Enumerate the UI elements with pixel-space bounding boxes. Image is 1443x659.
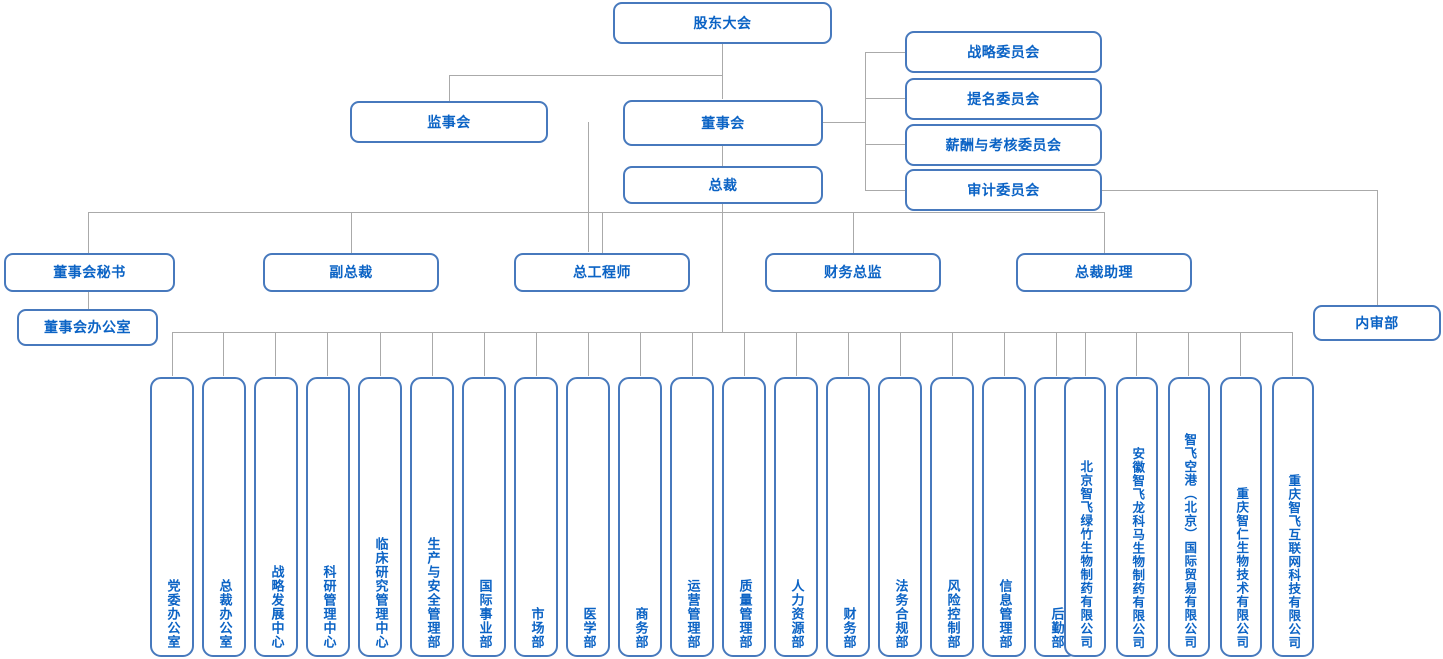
node-board-office[interactable]: 董事会办公室 (17, 309, 158, 346)
connector-board-left-down (588, 122, 589, 252)
node-subsidiary-chongqing-zhifei-internet[interactable]: 重庆智飞互联网科技有限公司 (1272, 377, 1314, 657)
connector-shareholders-to-board (722, 44, 723, 99)
node-dept-information-management[interactable]: 信息管理部 (982, 377, 1026, 657)
node-committee-strategy[interactable]: 战略委员会 (905, 31, 1102, 73)
node-chief-engineer[interactable]: 总工程师 (514, 253, 690, 292)
connector-board-to-committee-spine (823, 122, 865, 123)
node-subsidiary-anhui-zhifei-longcoma[interactable]: 安徽智飞龙科马生物制药有限公司 (1116, 377, 1158, 657)
connector-exec-2 (351, 212, 352, 253)
connector-secretary-to-office (88, 292, 89, 309)
node-shareholders-meeting[interactable]: 股东大会 (613, 2, 832, 44)
connector-committee-4 (865, 190, 906, 191)
node-dept-human-resources[interactable]: 人力资源部 (774, 377, 818, 657)
node-dept-medical[interactable]: 医学部 (566, 377, 610, 657)
connector-down-to-supervisors (449, 75, 450, 101)
node-dept-risk-control[interactable]: 风险控制部 (930, 377, 974, 657)
node-board-secretary[interactable]: 董事会秘书 (4, 253, 175, 292)
connector-dept-8 (536, 332, 537, 376)
node-board-of-supervisors[interactable]: 监事会 (350, 101, 548, 143)
connector-committee-1 (865, 52, 906, 53)
connector-department-row (172, 332, 1292, 333)
node-dept-production-safety-management[interactable]: 生产与安全管理部 (410, 377, 454, 657)
node-president[interactable]: 总裁 (623, 166, 823, 204)
connector-dept-6 (432, 332, 433, 376)
connector-dept-12 (744, 332, 745, 376)
connector-dept-7 (484, 332, 485, 376)
node-dept-international-business[interactable]: 国际事业部 (462, 377, 506, 657)
connector-exec-1 (88, 212, 89, 253)
connector-sub-2 (1136, 332, 1137, 376)
node-committee-audit[interactable]: 审计委员会 (905, 169, 1102, 211)
connector-sub-1 (1085, 332, 1086, 376)
node-cfo[interactable]: 财务总监 (765, 253, 941, 292)
connector-dept-4 (327, 332, 328, 376)
node-dept-strategic-development-center[interactable]: 战略发展中心 (254, 377, 298, 657)
connector-dept-2 (223, 332, 224, 376)
connector-sub-3 (1188, 332, 1189, 376)
node-dept-finance[interactable]: 财务部 (826, 377, 870, 657)
connector-dept-13 (796, 332, 797, 376)
connector-audit-to-internal-audit (1102, 190, 1377, 191)
node-president-assistant[interactable]: 总裁助理 (1016, 253, 1192, 292)
node-dept-president-office[interactable]: 总裁办公室 (202, 377, 246, 657)
node-board-of-directors[interactable]: 董事会 (623, 100, 823, 146)
connector-committee-2 (865, 98, 906, 99)
connector-dept-1 (172, 332, 173, 376)
node-dept-business[interactable]: 商务部 (618, 377, 662, 657)
connector-dept-14 (848, 332, 849, 376)
connector-board-to-president (722, 146, 723, 167)
connector-dept-5 (380, 332, 381, 376)
connector-president-down (722, 203, 723, 332)
connector-committee-3 (865, 144, 906, 145)
connector-exec-5 (1104, 212, 1105, 253)
connector-committee-spine (865, 52, 866, 190)
node-subsidiary-chongqing-zhiren-bio[interactable]: 重庆智仁生物技术有限公司 (1220, 377, 1262, 657)
node-committee-nomination[interactable]: 提名委员会 (905, 78, 1102, 120)
node-internal-audit-dept[interactable]: 内审部 (1313, 305, 1441, 341)
connector-dept-18 (1056, 332, 1057, 376)
connector-internal-audit-down (1377, 190, 1378, 305)
node-committee-compensation[interactable]: 薪酬与考核委员会 (905, 124, 1102, 166)
node-dept-quality-management[interactable]: 质量管理部 (722, 377, 766, 657)
node-dept-research-management-center[interactable]: 科研管理中心 (306, 377, 350, 657)
connector-dept-15 (900, 332, 901, 376)
connector-exec-4 (853, 212, 854, 253)
connector-dept-16 (952, 332, 953, 376)
connector-exec-3 (602, 212, 603, 253)
connector-dept-11 (692, 332, 693, 376)
node-dept-operations-management[interactable]: 运营管理部 (670, 377, 714, 657)
connector-executive-row (88, 212, 1104, 213)
node-dept-marketing[interactable]: 市场部 (514, 377, 558, 657)
node-vice-president[interactable]: 副总裁 (263, 253, 439, 292)
node-dept-clinical-research-management-center[interactable]: 临床研究管理中心 (358, 377, 402, 657)
node-dept-party-committee-office[interactable]: 党委办公室 (150, 377, 194, 657)
node-subsidiary-zhifei-airport-beijing-trade[interactable]: 智飞空港（北京）国际贸易有限公司 (1168, 377, 1210, 657)
connector-dept-3 (275, 332, 276, 376)
node-subsidiary-beijing-zhifei-luzhu[interactable]: 北京智飞绿竹生物制药有限公司 (1064, 377, 1106, 657)
node-dept-legal-compliance[interactable]: 法务合规部 (878, 377, 922, 657)
connector-sub-5 (1292, 332, 1293, 376)
connector-board-horizontal-supervisors (449, 75, 723, 76)
connector-dept-17 (1004, 332, 1005, 376)
connector-sub-4 (1240, 332, 1241, 376)
connector-dept-10 (640, 332, 641, 376)
connector-dept-9 (588, 332, 589, 376)
